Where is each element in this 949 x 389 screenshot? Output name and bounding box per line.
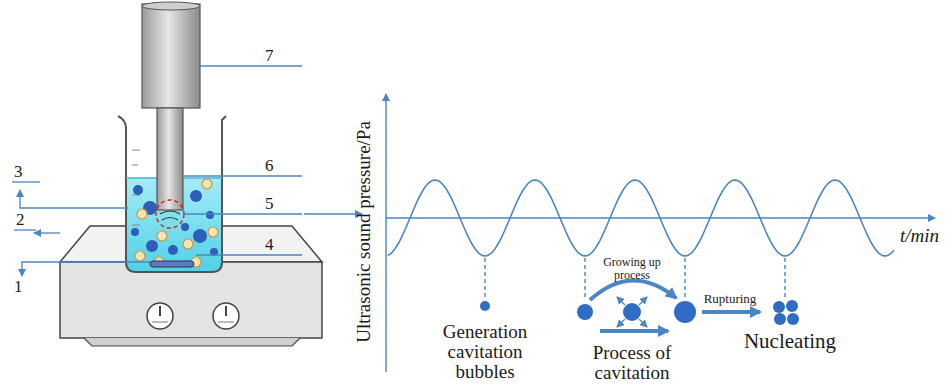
callout-number: 2 — [16, 211, 25, 229]
ultrasonic-probe — [142, 2, 200, 228]
callout-number: 4 — [265, 236, 274, 254]
sound-wave — [388, 180, 894, 256]
bubble-stages — [480, 280, 799, 331]
callout-number: 3 — [14, 163, 23, 181]
callout-number: 7 — [265, 47, 274, 65]
stage-note: Rupturing — [690, 292, 770, 306]
stage-note: Growing up process — [587, 256, 677, 281]
callout-number: 6 — [265, 157, 274, 175]
stir-bar — [150, 261, 194, 267]
callout-number: 1 — [14, 278, 23, 296]
axis-title: Ultrasonic sound pressure/Pa — [354, 121, 374, 343]
stage-label: Process of cavitation — [577, 343, 687, 383]
stage-label: Nucleating — [725, 330, 855, 352]
axis-title: t/min — [900, 226, 939, 246]
leader-lines — [12, 66, 362, 276]
magnetic-stirrer — [60, 226, 322, 346]
callout-number: 5 — [265, 195, 274, 213]
stage-label: Generation cavitation bubbles — [429, 322, 541, 382]
